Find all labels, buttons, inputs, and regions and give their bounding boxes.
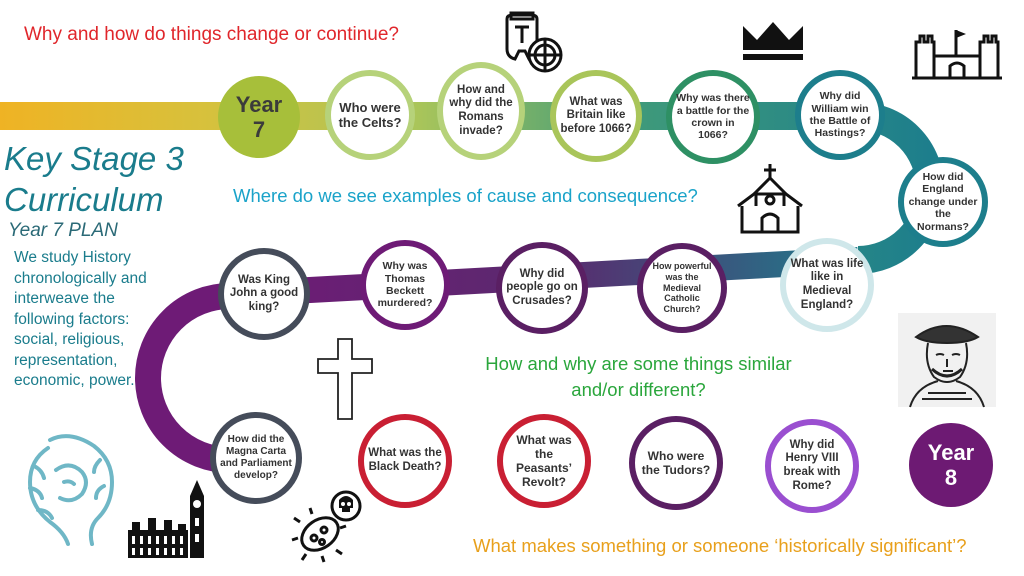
topic-node-normans[interactable]: How did England change under the Normans… (898, 157, 988, 247)
year-8-end-node: Year 8 (909, 423, 993, 507)
latin-cross-icon (317, 338, 373, 420)
topic-node-crusades[interactable]: Why did people go on Crusades? (496, 242, 588, 334)
topic-node-catholic-church[interactable]: How powerful was the Medieval Catholic C… (637, 243, 727, 333)
topic-label: Who were the Celts? (338, 99, 402, 130)
curriculum-description: We study History chronologically and int… (14, 249, 147, 389)
title-line-2: Curriculum (4, 181, 164, 218)
topic-node-henry-viii[interactable]: Why did Henry VIII break with Rome? (765, 419, 859, 513)
change-continuity-question: Why and how do things change or continue… (24, 24, 399, 45)
henry-viii-portrait-icon (898, 313, 996, 408)
topic-node-thomas-beckett[interactable]: Why was Thomas Beckett murdered? (360, 240, 450, 330)
title-line-1: Key Stage 3 (4, 140, 184, 177)
topic-node-peasants-revolt[interactable]: What was the Peasants’ Revolt? (497, 414, 591, 508)
topic-node-britain-1066[interactable]: What was Britain like before 1066? (550, 70, 642, 162)
topic-label: Why did people go on Crusades? (506, 267, 578, 307)
topic-label: Why was there a battle for the crown in … (676, 92, 750, 142)
topic-node-tudors[interactable]: Who were the Tudors? (629, 416, 723, 510)
topic-label: How did the Magna Carta and Parliament d… (220, 434, 292, 481)
topic-label: What was life like in Medieval England? (790, 257, 864, 311)
topic-node-hastings[interactable]: Why did William win the Battle of Hastin… (795, 70, 885, 160)
year-7-start-node: Year 7 (218, 76, 300, 158)
year-8-label: Year 8 (927, 440, 975, 490)
topic-label: Why did William win the Battle of Hastin… (809, 90, 871, 140)
big-ben-parliament-icon (128, 480, 204, 558)
historical-significance-question: What makes something or someone ‘histori… (473, 535, 967, 556)
subtitle: Year 7 PLAN (8, 220, 118, 241)
topic-label: What was Britain like before 1066? (560, 95, 632, 135)
cause-consequence-question: Where do we see examples of cause and co… (233, 185, 698, 206)
similarity-difference-question: How and why are some things similar and/… (485, 353, 792, 400)
topic-node-magna-carta[interactable]: How did the Magna Carta and Parliament d… (210, 412, 302, 504)
topic-label: Why was Thomas Beckett murdered? (377, 260, 433, 310)
topic-label: How did England change under the Normans… (908, 171, 978, 233)
topic-node-celts[interactable]: Who were the Celts? (325, 70, 415, 160)
topic-node-black-death[interactable]: What was the Black Death? (358, 414, 452, 508)
castle-icon (912, 30, 1002, 80)
topic-label: Was King John a good king? (229, 273, 299, 313)
topic-node-romans[interactable]: How and why did the Romans invade? (437, 62, 525, 160)
church-icon (737, 164, 803, 234)
lion-head-logo-icon (27, 434, 115, 546)
spartan-helmet-shield-icon (505, 11, 563, 73)
topic-label: What was the Peasants’ Revolt? (515, 432, 573, 490)
topic-label: Why did Henry VIII break with Rome? (783, 438, 841, 492)
road-left-curve (135, 280, 257, 473)
plague-bacteria-skull-icon (291, 490, 362, 563)
topic-label: What was the Black Death? (368, 447, 442, 473)
crown-icon (743, 22, 803, 60)
year-7-label: Year 7 (235, 92, 283, 142)
topic-label: How powerful was the Medieval Catholic C… (652, 261, 712, 314)
topic-label: Who were the Tudors? (641, 448, 711, 477)
topic-node-king-john[interactable]: Was King John a good king? (218, 248, 310, 340)
topic-label: How and why did the Romans invade? (449, 83, 513, 137)
topic-node-medieval-life[interactable]: What was life like in Medieval England? (780, 238, 874, 332)
topic-node-battle-crown-1066[interactable]: Why was there a battle for the crown in … (666, 70, 760, 164)
